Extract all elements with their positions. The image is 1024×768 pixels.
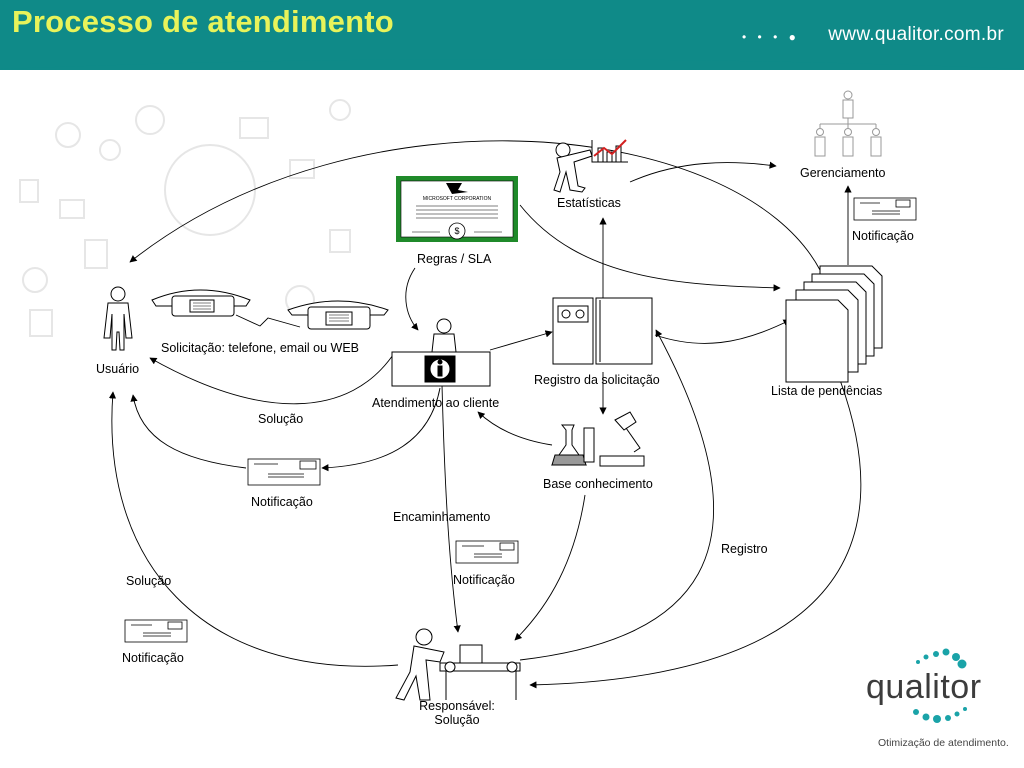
envelope-icon-notificacao-2: [455, 540, 519, 564]
label-solucao-2: Solução: [126, 574, 172, 588]
label-notificacao-3: Notificação: [122, 651, 184, 665]
telephone-icon-left: [151, 289, 251, 317]
label-encaminhamento: Encaminhamento: [393, 510, 491, 524]
label-responsavel-line1: Responsável:: [419, 699, 495, 713]
label-base-conhecimento: Base conhecimento: [543, 477, 653, 491]
label-registro: Registro: [721, 542, 768, 556]
user-figure-icon: [103, 286, 133, 351]
org-chart-icon: [814, 90, 882, 157]
header-dots: • • • ●: [742, 30, 800, 44]
statistics-figure-icon: [553, 142, 593, 193]
label-estatisticas: Estatísticas: [557, 196, 621, 210]
qualitor-tagline: Otimização de atendimento.: [878, 737, 1009, 749]
label-notificacao-1: Notificação: [251, 495, 313, 509]
label-lista-pendencias: Lista de pendências: [771, 384, 883, 398]
page-title: Processo de atendimento: [12, 4, 394, 39]
label-solucao-1: Solução: [258, 412, 304, 426]
lab-flask-icon: [551, 411, 645, 467]
certificate-icon: [396, 176, 518, 242]
certificate-seal: $: [454, 226, 459, 236]
label-notificacao-gerenc: Notificação: [852, 229, 914, 243]
label-usuario: Usuário: [96, 362, 140, 376]
label-responsavel-line2: Solução: [434, 713, 480, 727]
label-regras-sla: Regras / SLA: [417, 252, 492, 266]
qualitor-logo: qualitor: [866, 668, 982, 706]
label-atendimento: Atendimento ao cliente: [372, 396, 500, 410]
label-solicitacao: Solicitação: telefone, email ou WEB: [161, 341, 360, 355]
label-registro-solicitacao: Registro da solicitação: [534, 373, 660, 387]
label-notificacao-2: Notificação: [453, 573, 515, 587]
certificate-text: MICROSOFT CORPORATION: [423, 196, 492, 202]
envelope-icon-notificacao-1: [247, 458, 321, 486]
service-desk-icon: [391, 318, 491, 387]
envelope-icon-notificacao-3: [124, 619, 188, 643]
header-url: www.qualitor.com.br: [828, 24, 1004, 45]
label-responsavel: Responsável: Solução: [410, 699, 504, 727]
chart-icon: [591, 139, 628, 163]
worker-figure-icon: [395, 628, 521, 701]
envelope-icon-gerenciamento: [853, 197, 917, 221]
computer-server-icon: [552, 297, 653, 365]
label-gerenciamento: Gerenciamento: [800, 166, 886, 180]
documents-stack-icon: [785, 265, 883, 383]
qualitor-logo-dots-icon: [913, 648, 967, 723]
telephone-icon-right: [287, 300, 389, 330]
header-curve: [0, 55, 1024, 69]
